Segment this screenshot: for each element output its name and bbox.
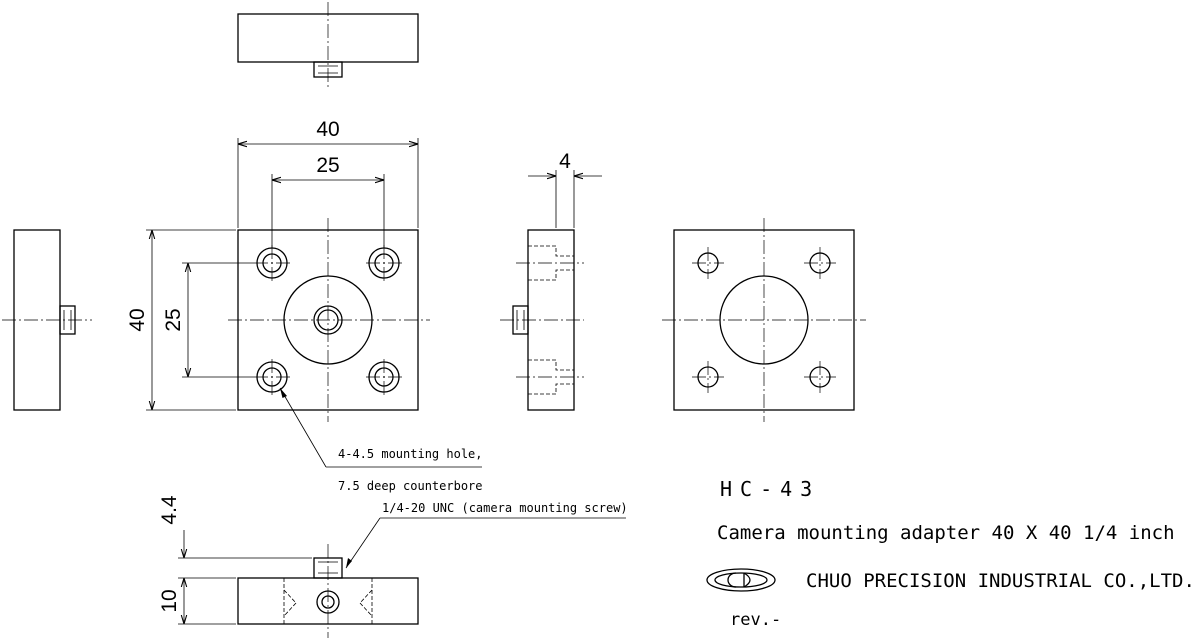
dim-label-bottom-thickness: 10 bbox=[158, 589, 181, 612]
dim-top-hole-spacing: 25 bbox=[271, 154, 385, 248]
part-description: Camera mounting adapter 40 X 40 1/4 inch bbox=[717, 522, 1175, 544]
camera-screw-note: 1/4-20 UNC (camera mounting screw) bbox=[382, 501, 628, 515]
dim-label-top-width: 40 bbox=[316, 118, 339, 141]
dim-label-top-hole-spacing: 25 bbox=[316, 154, 339, 177]
camera-screw-leader bbox=[345, 517, 626, 569]
dim-bottom-thickness: 10 bbox=[158, 577, 236, 625]
bottom-view bbox=[237, 544, 419, 638]
mounting-hole-leader bbox=[279, 387, 482, 468]
dim-top-width: 40 bbox=[237, 118, 419, 228]
top-elevation-view bbox=[237, 2, 419, 88]
mounting-hole-note-line1: 4-4.5 mounting hole, bbox=[338, 447, 483, 461]
left-elevation-view bbox=[2, 229, 92, 411]
dim-left-height: 40 bbox=[126, 229, 236, 411]
front-view bbox=[228, 218, 430, 422]
chuo-logo-icon bbox=[706, 568, 776, 592]
part-code: HC-43 bbox=[720, 477, 820, 501]
company-name: CHUO PRECISION INDUSTRIAL CO.,LTD. bbox=[806, 570, 1195, 592]
dim-label-side-thickness: 4 bbox=[559, 150, 571, 173]
dim-left-hole-spacing: 25 bbox=[162, 262, 254, 378]
dim-label-left-hole-spacing: 25 bbox=[162, 308, 185, 331]
dim-bottom-screw-height: 4.4 bbox=[158, 495, 312, 559]
rear-view bbox=[662, 218, 866, 422]
dim-label-left-height: 40 bbox=[126, 308, 149, 331]
dim-side-thickness: 4 bbox=[528, 150, 602, 228]
right-side-view bbox=[500, 229, 584, 411]
revision: rev.- bbox=[730, 610, 781, 630]
dim-label-bottom-screw-height: 4.4 bbox=[158, 495, 181, 525]
mounting-hole-note-line2: 7.5 deep counterbore bbox=[338, 479, 483, 493]
